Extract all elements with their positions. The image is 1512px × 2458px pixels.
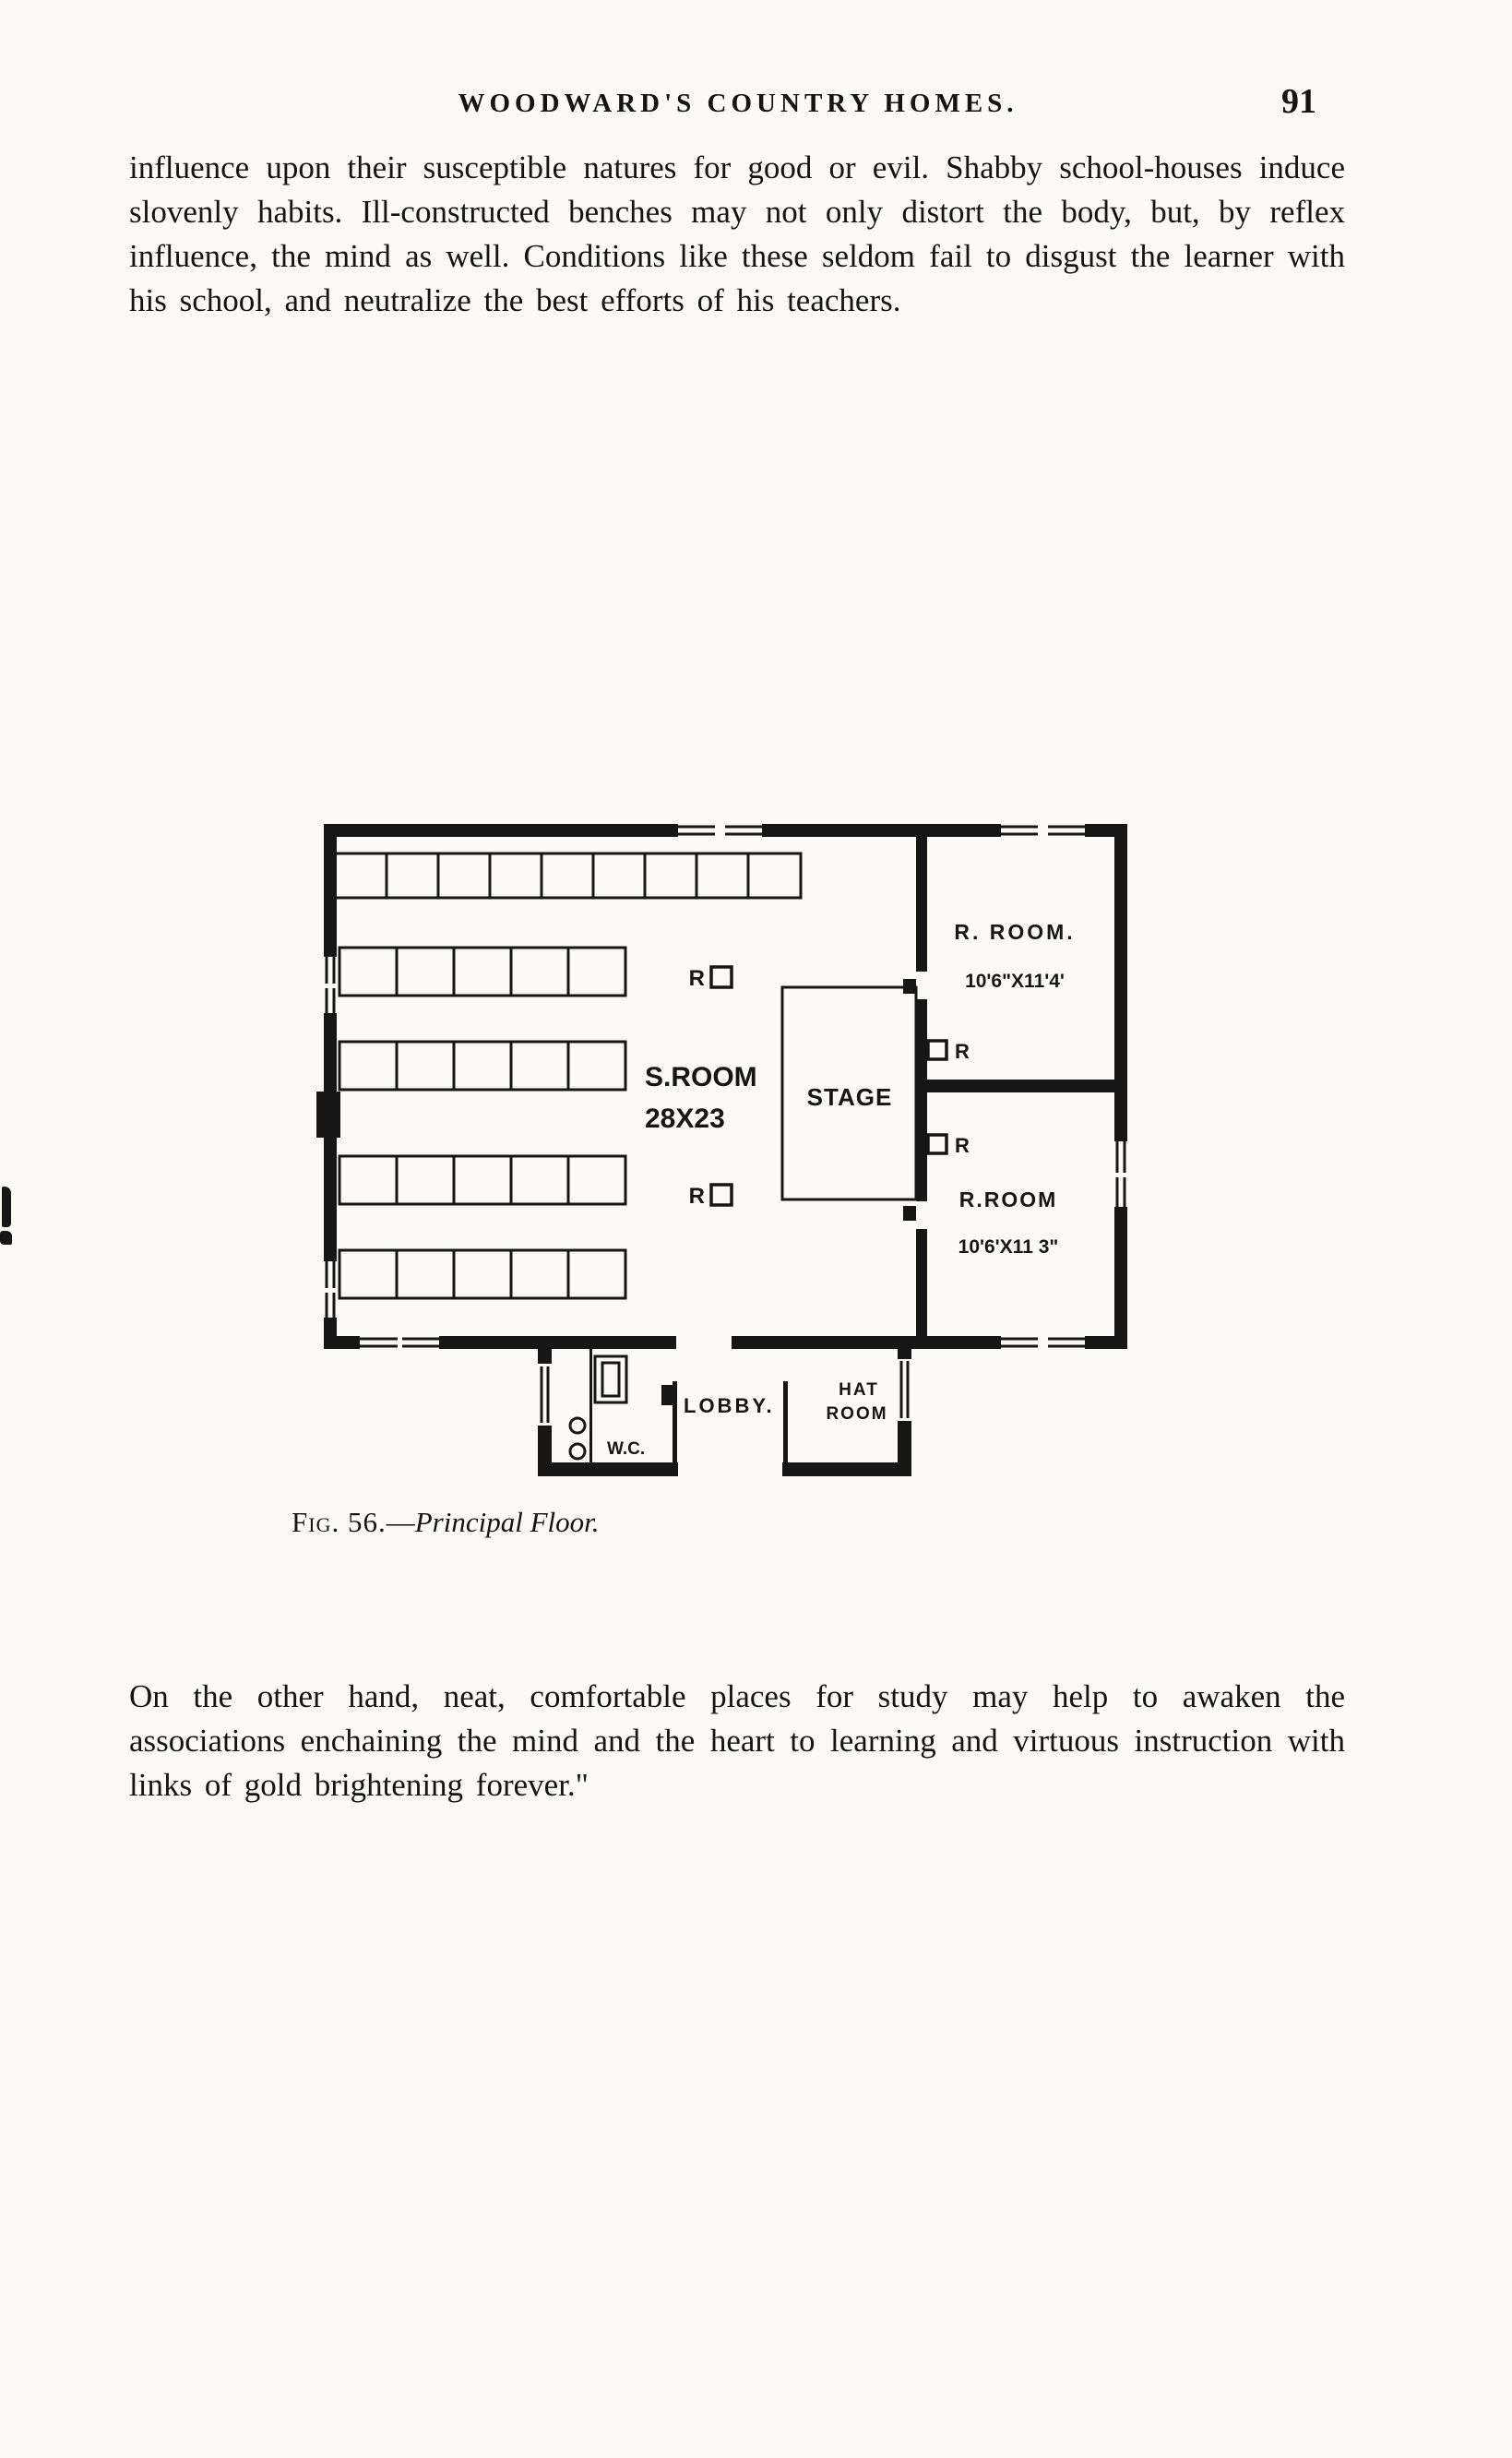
register-label: R	[689, 1184, 705, 1209]
recitation-room-upper-label: R. ROOM.	[954, 920, 1075, 944]
figure-caption-label: Fig. 56.	[292, 1506, 387, 1538]
wc-fixtures	[568, 1354, 628, 1461]
stage-label: STAGE	[807, 1083, 893, 1111]
hat-room-label-line1: HAT	[839, 1380, 879, 1400]
stage-door-leaf-icon	[903, 1206, 916, 1221]
register-label: R	[689, 966, 705, 991]
walls	[316, 824, 1127, 1476]
figure-caption: Fig. 56.—Principal Floor.	[292, 1506, 600, 1539]
paragraph-1: influence upon their susceptible natures…	[129, 149, 1345, 318]
school-room-dimensions: 28X23	[645, 1104, 725, 1134]
ink-smudge	[0, 1187, 17, 1251]
running-title: WOODWARD'S COUNTRY HOMES.	[458, 89, 1018, 118]
desk-rows	[333, 852, 803, 1300]
register-icons	[709, 965, 948, 1207]
recitation-room-lower-label: R.ROOM	[959, 1187, 1058, 1211]
paragraph-2: On the other hand, neat, comfortable pla…	[129, 1678, 1345, 1803]
wc-label: W.C.	[607, 1439, 645, 1459]
window-symbols	[325, 825, 1126, 1423]
register-label: R	[955, 1040, 970, 1063]
stage-outline	[780, 985, 918, 1201]
register-label: R	[955, 1134, 970, 1157]
page-header: WOODWARD'S COUNTRY HOMES.	[129, 89, 1347, 131]
floor-plan: STAGE R R R R S.ROOM 28X23 R. ROOM. 10'6…	[316, 824, 1127, 1476]
recitation-room-lower-dimensions: 10'6'X11 3"	[958, 1236, 1059, 1258]
recitation-room-upper-dimensions: 10'6"X11'4'	[965, 971, 1065, 992]
figure-caption-dash: —	[386, 1506, 415, 1538]
school-room-label: S.ROOM	[645, 1062, 757, 1092]
floor-plan-figure: STAGE R R R R S.ROOM 28X23 R. ROOM. 10'6…	[316, 817, 1133, 1481]
page-number: 91	[1281, 82, 1316, 121]
hat-room-label-line2: ROOM	[826, 1404, 887, 1424]
lobby-label: LOBBY.	[684, 1394, 775, 1417]
partitions	[589, 1349, 788, 1476]
figure-caption-title: Principal Floor.	[414, 1506, 600, 1538]
